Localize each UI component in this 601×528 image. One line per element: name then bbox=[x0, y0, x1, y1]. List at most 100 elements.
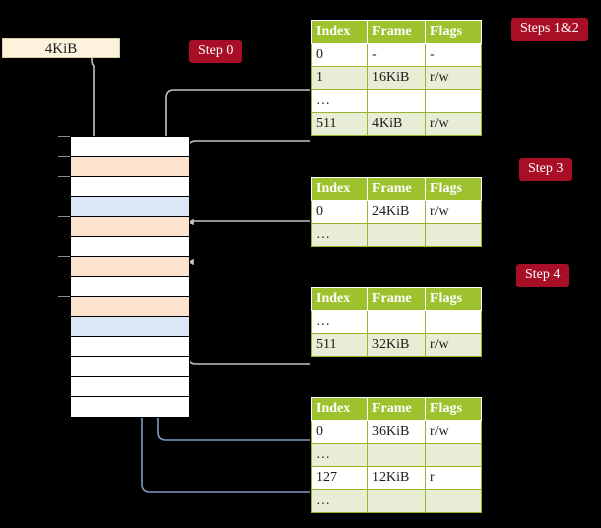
cell-flags: - bbox=[425, 43, 482, 67]
column-header-index: Index bbox=[311, 287, 368, 311]
column-header-index: Index bbox=[311, 177, 368, 201]
cell-flags: r/w bbox=[425, 420, 482, 444]
cell-index: … bbox=[311, 310, 368, 334]
step-label-steps-1-2: Steps 1&2 bbox=[511, 18, 588, 41]
cell-frame bbox=[367, 443, 426, 467]
memory-tick bbox=[58, 176, 71, 177]
memory-tick bbox=[58, 216, 71, 217]
column-header-flags: Flags bbox=[425, 397, 482, 421]
memory-frame-row bbox=[71, 277, 189, 297]
wire-t1r511-to-memory bbox=[187, 140, 310, 226]
cell-frame: - bbox=[367, 43, 426, 67]
step-label-step-4: Step 4 bbox=[516, 264, 570, 287]
cell-index: 1 bbox=[311, 66, 368, 90]
memory-frame-row bbox=[71, 137, 189, 157]
column-header-frame: Frame bbox=[367, 287, 426, 311]
cell-index: … bbox=[311, 223, 368, 247]
memory-frame-row bbox=[71, 217, 189, 237]
cell-flags bbox=[425, 310, 482, 334]
memory-tick bbox=[58, 256, 71, 257]
memory-tick bbox=[58, 296, 71, 297]
cell-frame: 12KiB bbox=[367, 466, 426, 490]
column-header-frame: Frame bbox=[367, 177, 426, 201]
step-label-step-0: Step 0 bbox=[189, 40, 243, 63]
step-label-step-3: Step 3 bbox=[519, 158, 573, 181]
column-header-flags: Flags bbox=[425, 20, 482, 44]
memory-frame-row bbox=[71, 257, 189, 277]
cell-frame bbox=[367, 223, 426, 247]
cell-frame bbox=[367, 489, 426, 513]
memory-tick bbox=[58, 156, 71, 157]
cell-flags: r/w bbox=[425, 66, 482, 90]
memory-frame-row bbox=[71, 157, 189, 177]
memory-frame-row bbox=[71, 237, 189, 257]
wire-t2r0-to-memory bbox=[187, 220, 310, 266]
table-row: 0-- bbox=[311, 43, 482, 67]
cell-flags bbox=[425, 443, 482, 467]
cell-flags: r bbox=[425, 466, 482, 490]
table-row: … bbox=[311, 310, 482, 334]
memory-tick bbox=[58, 136, 71, 137]
cell-flags: r/w bbox=[425, 200, 482, 224]
source-frame-box: 4KiB bbox=[2, 38, 120, 58]
cell-flags bbox=[425, 223, 482, 247]
cell-frame: 4KiB bbox=[367, 112, 426, 136]
table-row: … bbox=[311, 223, 482, 247]
cell-frame: 32KiB bbox=[367, 333, 426, 357]
cell-index: 511 bbox=[311, 112, 368, 136]
cell-index: 0 bbox=[311, 200, 368, 224]
table-row: … bbox=[311, 89, 482, 113]
column-header-frame: Frame bbox=[367, 20, 426, 44]
cell-index: … bbox=[311, 443, 368, 467]
cell-flags bbox=[425, 489, 482, 513]
table-row: … bbox=[311, 443, 482, 467]
column-header-frame: Frame bbox=[367, 397, 426, 421]
cell-frame: 16KiB bbox=[367, 66, 426, 90]
column-header-index: Index bbox=[311, 397, 368, 421]
cell-frame: 24KiB bbox=[367, 200, 426, 224]
memory-frame-row bbox=[71, 337, 189, 357]
cell-frame: 36KiB bbox=[367, 420, 426, 444]
memory-frame-row bbox=[71, 297, 189, 317]
cell-index: … bbox=[311, 89, 368, 113]
cell-index: 0 bbox=[311, 420, 368, 444]
memory-frame-row bbox=[71, 357, 189, 377]
wire-t3r511-to-memory bbox=[182, 302, 310, 365]
memory-frame-row bbox=[71, 317, 189, 337]
memory-frame-row bbox=[71, 377, 189, 397]
cell-index: 511 bbox=[311, 333, 368, 357]
memory-frame-row bbox=[71, 397, 189, 417]
table-row: … bbox=[311, 489, 482, 513]
wire-t1r1-to-memory bbox=[165, 89, 310, 146]
cell-frame bbox=[367, 310, 426, 334]
cell-index: 0 bbox=[311, 43, 368, 67]
column-header-index: Index bbox=[311, 20, 368, 44]
cell-index: … bbox=[311, 489, 368, 513]
cell-flags: r/w bbox=[425, 333, 482, 357]
memory-frame-row bbox=[71, 177, 189, 197]
cell-flags bbox=[425, 89, 482, 113]
cell-frame bbox=[367, 89, 426, 113]
cell-flags: r/w bbox=[425, 112, 482, 136]
column-header-flags: Flags bbox=[425, 287, 482, 311]
cell-index: 127 bbox=[311, 466, 368, 490]
